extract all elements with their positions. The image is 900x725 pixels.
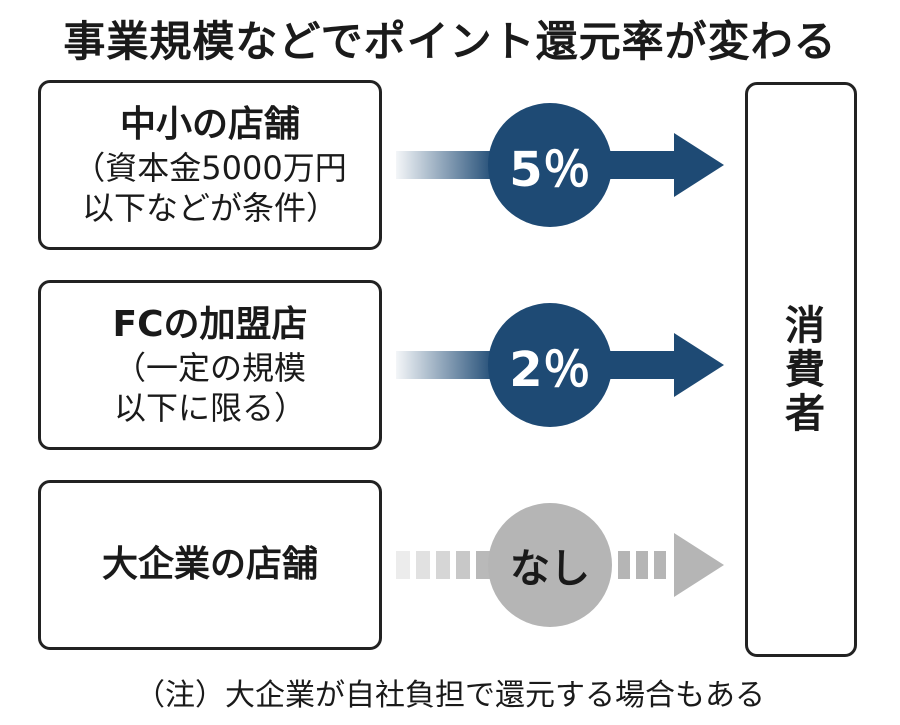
flow-dashed-tail-large	[396, 551, 490, 579]
source-note-sme: （資本金5000万円 以下などが条件）	[73, 149, 347, 227]
consumer-box: 消費者	[745, 82, 857, 657]
flow-tail-sme	[396, 151, 496, 179]
flow-arrow-sme	[396, 133, 724, 197]
rate-value-fc: 2％	[509, 342, 591, 398]
flow-tail-fc	[396, 351, 496, 379]
source-note-fc: （一定の規模 以下に限る）	[113, 349, 306, 427]
flow-shaft-sme	[606, 151, 676, 179]
source-title-sme: 中小の店舗	[119, 104, 300, 145]
flow-arrow-fc	[396, 333, 724, 397]
flow-large: なし	[396, 495, 736, 635]
flow-arrowhead-fc	[674, 333, 724, 397]
source-box-sme: 中小の店舗 （資本金5000万円 以下などが条件）	[38, 80, 382, 250]
diagram-title: 事業規模などでポイント還元率が変わる	[63, 17, 837, 66]
rate-value-sme: 5％	[509, 142, 591, 198]
flow-dashed-shaft-large	[618, 551, 666, 579]
flow-fc: 2％	[396, 295, 736, 435]
rate-circle-large: なし	[488, 503, 612, 627]
source-title-large: 大企業の店舗	[101, 544, 318, 585]
source-box-large: 大企業の店舗	[38, 480, 382, 650]
flow-arrow-large	[396, 533, 724, 597]
rate-circle-fc: 2％	[488, 303, 612, 427]
flow-sme: 5％	[396, 95, 736, 235]
flow-arrowhead-large	[674, 533, 724, 597]
rate-value-large: なし	[510, 546, 590, 592]
consumer-label: 消費者	[778, 303, 824, 436]
flow-shaft-fc	[606, 351, 676, 379]
source-box-fc: FCの加盟店 （一定の規模 以下に限る）	[38, 280, 382, 450]
rate-circle-sme: 5％	[488, 103, 612, 227]
footnote: （注）大企業が自社負担で還元する場合もある	[135, 678, 765, 713]
flow-arrowhead-sme	[674, 133, 724, 197]
source-title-fc: FCの加盟店	[112, 304, 308, 345]
